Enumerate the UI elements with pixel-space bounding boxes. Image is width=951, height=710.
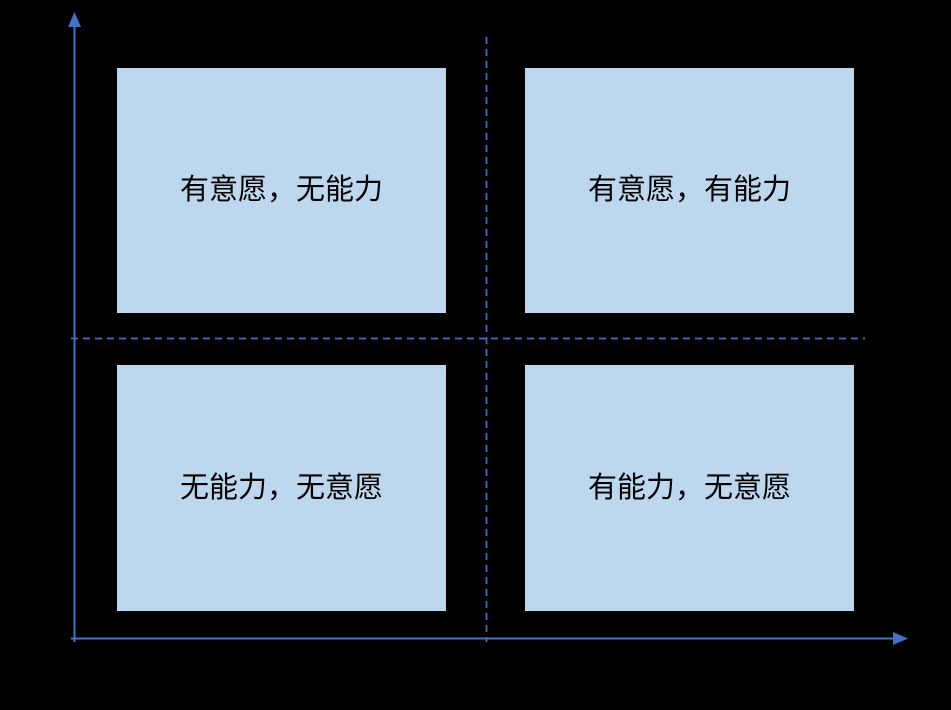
- quadrant-bottom-left-label: 无能力，无意愿: [179, 471, 383, 504]
- x-axis-arrow-icon: [893, 632, 908, 645]
- quadrant-bottom-right-label: 有能力，无意愿: [587, 471, 791, 504]
- y-axis-arrow-icon: [68, 12, 81, 27]
- quadrant-top-right: 有意愿，有能力: [525, 68, 854, 313]
- quadrant-top-left: 有意愿，无能力: [117, 68, 446, 313]
- quadrant-bottom-left: 无能力，无意愿: [117, 365, 446, 611]
- quadrant-top-left-label: 有意愿，无能力: [179, 174, 383, 206]
- quadrant-bottom-right: 有能力，无意愿: [525, 365, 854, 611]
- quadrant-top-right-label: 有意愿，有能力: [587, 174, 791, 206]
